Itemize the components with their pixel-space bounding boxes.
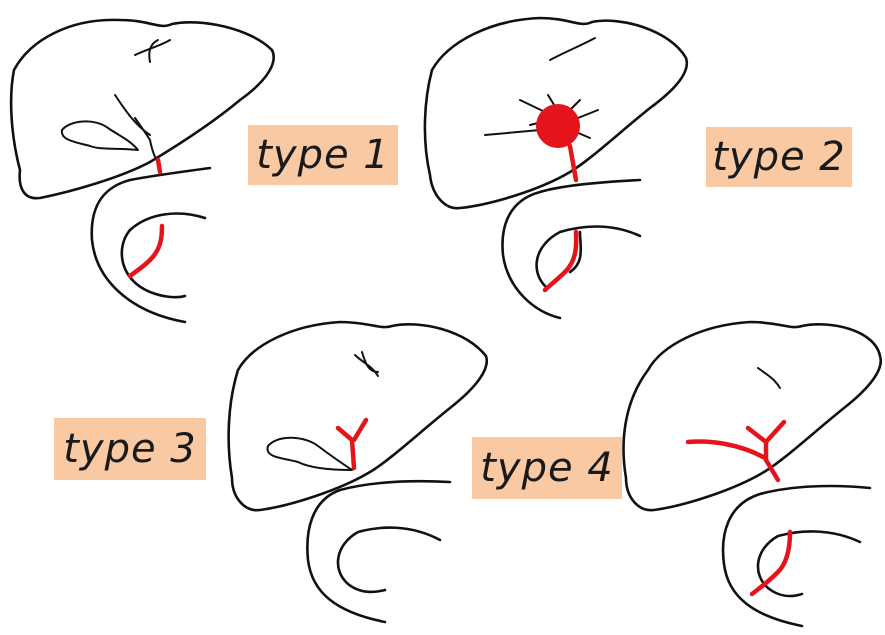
type3-duodenum: [307, 481, 450, 622]
type1-label: type 1: [248, 125, 398, 185]
type4-label: type 4: [472, 437, 622, 499]
type4-red-ducts: [688, 422, 784, 480]
type1-duodenum: [92, 168, 210, 322]
type3-gallbladder: [267, 438, 352, 470]
type2-duodenum: [502, 180, 640, 318]
type1-illustration: [11, 20, 274, 322]
type4-duodenum: [723, 486, 870, 626]
type1-gallbladder: [62, 121, 138, 150]
type3-liver-fissure: [355, 352, 378, 376]
type3-illustration: [229, 322, 487, 622]
type3-label: type 3: [54, 418, 206, 480]
type2-red-duct: [570, 146, 576, 180]
type1-ducts: [115, 95, 158, 162]
type2-liver-fissure: [550, 38, 595, 60]
type1-liver-fissure: [135, 40, 170, 62]
type1-liver-outline: [11, 20, 274, 198]
type2-red-duct-lower: [545, 232, 576, 290]
type4-illustration: [624, 322, 881, 626]
type2-label: type 2: [706, 127, 852, 187]
type2-cyst: [536, 104, 580, 148]
type2-illustration: [425, 18, 687, 318]
type4-liver-fissure: [758, 368, 780, 388]
type3-red-duct: [338, 420, 366, 468]
type4-liver-outline: [624, 322, 881, 510]
